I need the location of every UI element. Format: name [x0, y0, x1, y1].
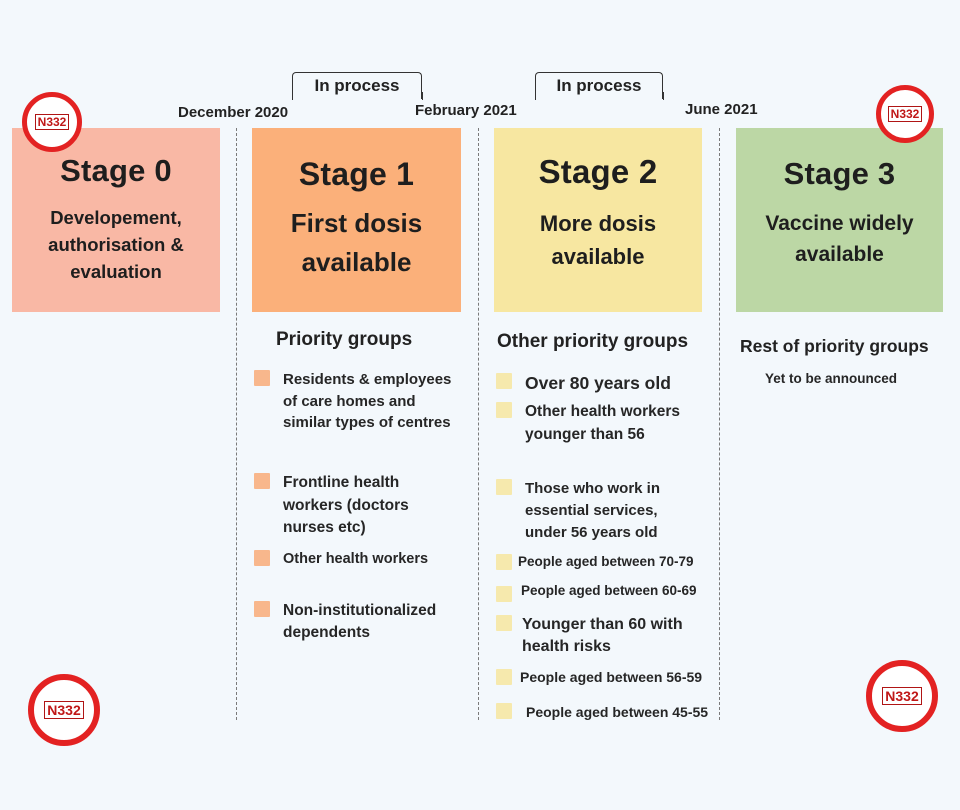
- date-february-2021: February 2021: [415, 102, 517, 119]
- stage-3-card: Stage 3 Vaccine widely available: [736, 128, 943, 312]
- n332-logo-icon: N332: [866, 660, 938, 732]
- stage-subtitle: More dosis available: [539, 211, 657, 269]
- list-item-text: Other health workers: [283, 551, 429, 567]
- logo-text: N332: [34, 114, 70, 130]
- n332-logo-icon: N332: [876, 85, 934, 143]
- bullet-square: [496, 554, 512, 570]
- stage-0-card: Stage 0 Developement, authorisation & ev…: [12, 128, 220, 312]
- status-label-stage1: In process: [291, 72, 423, 100]
- list-item: People aged between 70-79: [496, 553, 718, 571]
- stage3-groups-note: Yet to be announced: [765, 371, 898, 386]
- list-item-text: Those who work in essential services, un…: [525, 480, 661, 541]
- divider-line: [719, 128, 720, 720]
- list-item: People aged between 60-69: [496, 582, 718, 602]
- stage-subtitle: Developement, authorisation & evaluation: [48, 207, 184, 282]
- list-item-text: Younger than 60 with health risks: [522, 616, 683, 655]
- list-item: Non-institutionalized dependents: [254, 600, 469, 644]
- bullet-square: [496, 479, 512, 495]
- list-item-text: People aged between 45-55: [526, 704, 709, 720]
- divider-line: [236, 128, 237, 720]
- list-item: People aged between 45-55: [496, 702, 736, 722]
- list-item-text: People aged between 60-69: [521, 583, 697, 598]
- bullet-square: [496, 703, 512, 719]
- stage-title: Stage 3: [783, 156, 896, 191]
- stage3-groups-heading: Rest of priority groups: [740, 336, 929, 356]
- logo-text: N332: [887, 106, 923, 122]
- bullet-square: [496, 615, 512, 631]
- list-item: Those who work in essential services, un…: [496, 478, 696, 544]
- bullet-square: [254, 370, 270, 386]
- logo-text: N332: [44, 701, 84, 719]
- list-item: Over 80 years old: [496, 372, 716, 394]
- stage-subtitle: First dosis available: [290, 208, 423, 277]
- n332-logo-icon: N332: [28, 674, 100, 746]
- list-item-text: Non-institutionalized dependents: [283, 602, 437, 641]
- list-item: Other health workers: [254, 549, 464, 570]
- stage-1-card: Stage 1 First dosis available: [252, 128, 461, 312]
- list-item: Frontline health workers (doctors nurses…: [254, 472, 454, 540]
- list-item: Other health workers younger than 56: [496, 401, 686, 446]
- bullet-square: [496, 373, 512, 389]
- bullet-square: [496, 669, 512, 685]
- divider-line: [478, 128, 479, 720]
- stage-title: Stage 2: [538, 153, 658, 190]
- bullet-square: [254, 601, 270, 617]
- date-june-2021: June 2021: [685, 101, 758, 118]
- stage2-groups-heading: Other priority groups: [497, 331, 689, 352]
- stage-title: Stage 0: [60, 153, 172, 188]
- list-item: Residents & employees of care homes and …: [254, 369, 454, 434]
- list-item-text: Residents & employees of care homes and …: [283, 371, 452, 431]
- list-item-text: Other health workers younger than 56: [525, 403, 681, 443]
- logo-text: N332: [882, 687, 922, 705]
- bullet-square: [254, 550, 270, 566]
- stage-title: Stage 1: [298, 156, 415, 192]
- list-item-text: People aged between 56-59: [520, 669, 703, 685]
- stage1-groups-heading: Priority groups: [276, 329, 413, 350]
- n332-logo-icon: N332: [22, 92, 82, 152]
- list-item: People aged between 56-59: [496, 668, 731, 686]
- list-item-text: Frontline health workers (doctors nurses…: [283, 474, 409, 536]
- list-item: Younger than 60 with health risks: [496, 614, 711, 658]
- bullet-square: [254, 473, 270, 489]
- list-item-text: People aged between 70-79: [518, 554, 694, 569]
- date-december-2020: December 2020: [178, 104, 289, 121]
- stage-2-card: Stage 2 More dosis available: [494, 128, 702, 312]
- bullet-square: [496, 402, 512, 418]
- stage-subtitle: Vaccine widely available: [765, 212, 914, 266]
- list-item-text: Over 80 years old: [525, 373, 671, 393]
- status-label-stage2: In process: [534, 72, 664, 100]
- bullet-square: [496, 586, 512, 602]
